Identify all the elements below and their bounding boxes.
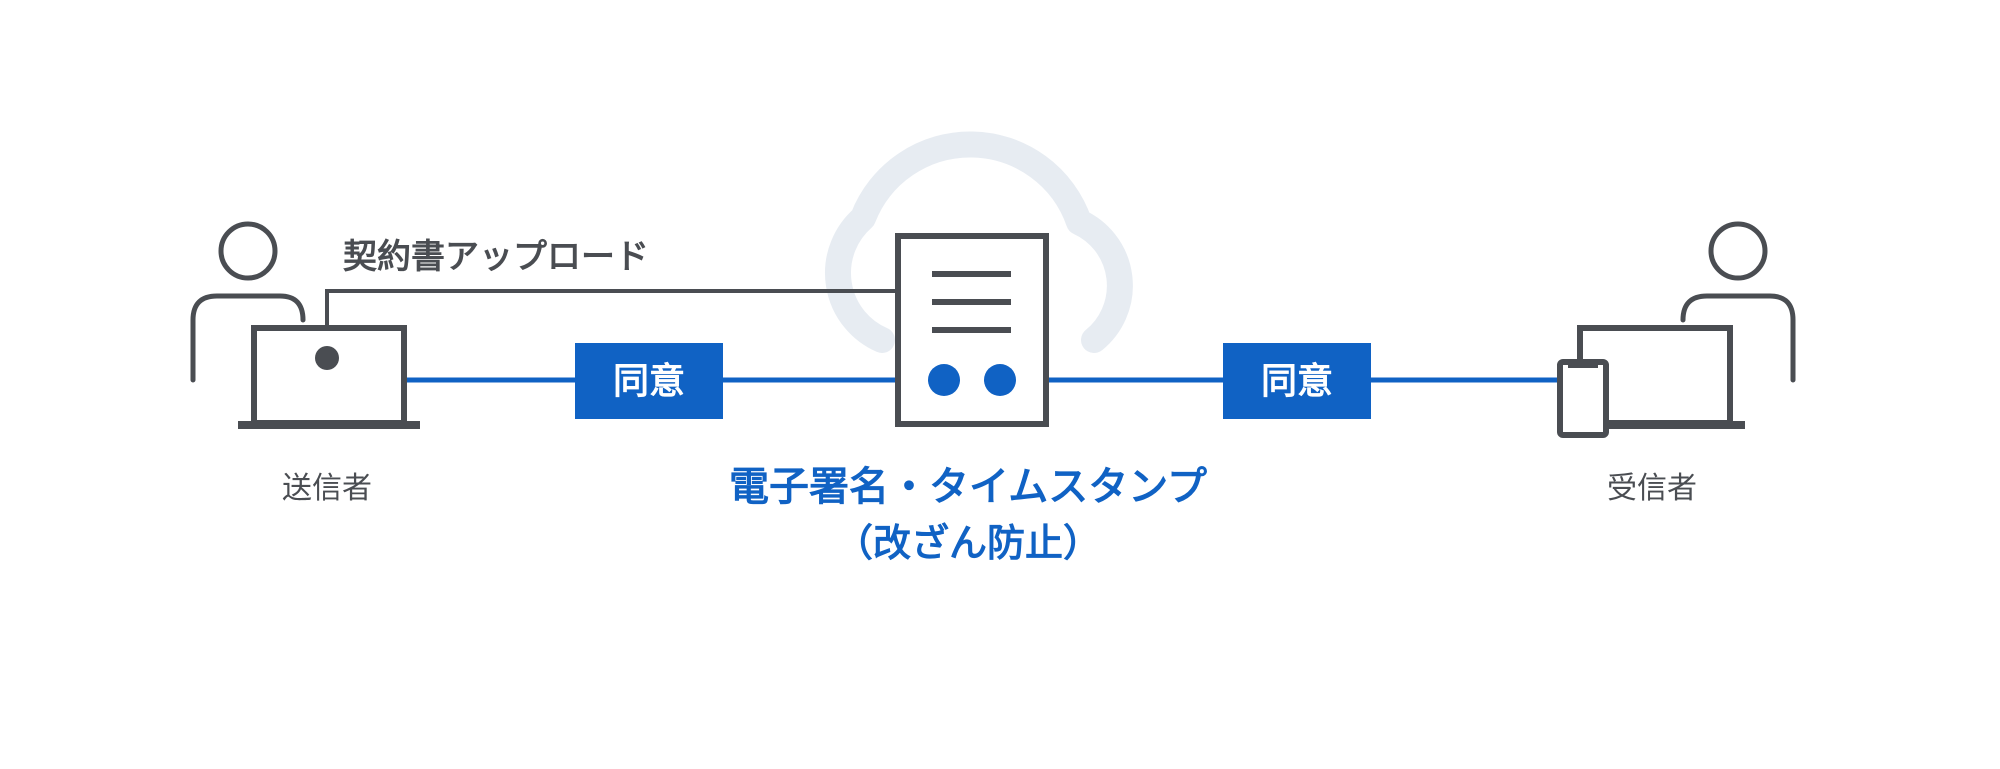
consent-badge-left: 同意 xyxy=(575,343,723,419)
center-title: 電子署名・タイムスタンプ xyxy=(729,464,1207,510)
consent-badge-right: 同意 xyxy=(1223,343,1371,419)
sender-laptop-icon xyxy=(238,325,420,429)
receiver-label: 受信者 xyxy=(1607,471,1697,506)
center-subtitle: （改ざん防止） xyxy=(835,521,1101,565)
upload-connector xyxy=(325,289,900,352)
sender-label: 送信者 xyxy=(282,471,372,506)
cloud-icon xyxy=(825,131,1133,353)
signature-dot-right xyxy=(984,364,1016,396)
consent-badge-left-label: 同意 xyxy=(613,361,685,402)
sender-person-icon xyxy=(190,221,306,383)
receiver-person-icon xyxy=(1680,221,1796,383)
receiver-smartphone-icon xyxy=(1557,359,1609,438)
signature-dot-left xyxy=(928,364,960,396)
consent-badge-right-label: 同意 xyxy=(1261,361,1333,402)
upload-label: 契約書アップロード xyxy=(343,237,649,277)
document-icon xyxy=(895,233,1049,427)
